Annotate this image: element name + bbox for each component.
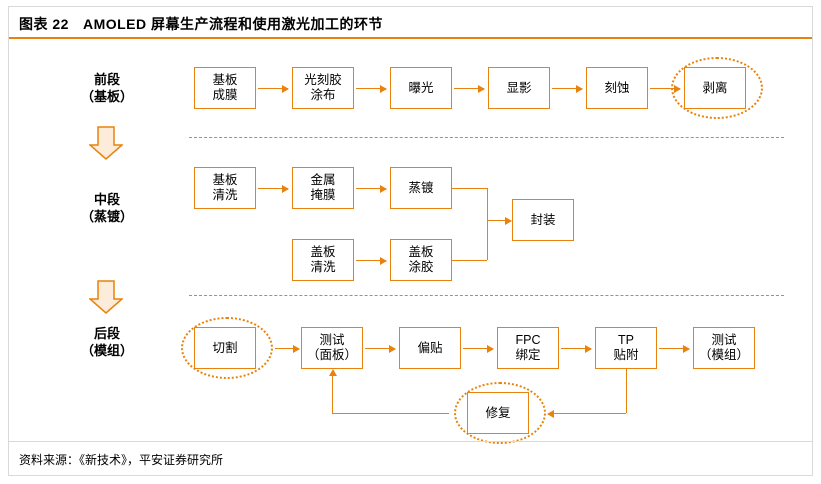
connector-mid-merge-bottom [452, 260, 487, 261]
box-label: 刻蚀 [604, 80, 630, 95]
process-box-tp-attach[interactable]: TP 贴附 [595, 327, 657, 369]
process-box-cover-adhesive[interactable]: 盖板 涂胶 [390, 239, 452, 281]
stage-transition-arrow-1 [88, 125, 124, 161]
process-box-evaporation[interactable]: 蒸镀 [390, 167, 452, 209]
connector-repair-out-vert [332, 376, 333, 413]
chart-number: 图表 22 [19, 16, 69, 32]
process-box-test-module[interactable]: 测试 （模组） [693, 327, 755, 369]
process-box-exposure[interactable]: 曝光 [390, 67, 452, 109]
chart-frame: 图表 22 AMOLED 屏幕生产流程和使用激光加工的环节 前段 （基板） 中段 … [8, 6, 813, 476]
process-box-test-panel[interactable]: 测试 （面板） [301, 327, 363, 369]
connector-front-3 [454, 84, 485, 93]
stage-middle-text: 中段 （蒸镀） [80, 192, 133, 224]
arrowhead-repair-in [547, 409, 554, 418]
connector-back-1 [275, 344, 300, 353]
process-box-lift-off[interactable]: 剥离 [684, 67, 746, 109]
arrowhead-repair-out [328, 369, 337, 376]
box-label: 偏贴 [417, 340, 443, 355]
box-label: TP 贴附 [613, 333, 639, 362]
process-box-fpc-bonding[interactable]: FPC 绑定 [497, 327, 559, 369]
section-divider-2 [189, 295, 784, 296]
connector-repair-in-vert [626, 369, 627, 413]
connector-front-1 [258, 84, 289, 93]
arrowhead-to-package [505, 216, 512, 225]
process-box-cutting[interactable]: 切割 [194, 327, 256, 369]
box-label: FPC 绑定 [515, 333, 541, 362]
box-label: 剥离 [702, 80, 728, 95]
stage-transition-arrow-2 [88, 279, 124, 315]
connector-front-5 [650, 84, 681, 93]
process-box-cover-clean[interactable]: 盖板 清洗 [292, 239, 354, 281]
process-box-substrate-clean[interactable]: 基板 清洗 [194, 167, 256, 209]
box-label: 曝光 [408, 80, 434, 95]
chart-header: 图表 22 AMOLED 屏幕生产流程和使用激光加工的环节 [9, 7, 812, 39]
box-label: 光刻胶 涂布 [304, 73, 342, 102]
box-label: 测试 （模组） [698, 333, 749, 362]
process-box-photoresist-coating[interactable]: 光刻胶 涂布 [292, 67, 354, 109]
stage-label-middle: 中段 （蒸镀） [61, 191, 153, 225]
header-text: 图表 22 AMOLED 屏幕生产流程和使用激光加工的环节 [19, 14, 383, 34]
connector-front-2 [356, 84, 387, 93]
box-label: 修复 [485, 405, 511, 420]
process-box-substrate-film[interactable]: 基板 成膜 [194, 67, 256, 109]
connector-repair-out-horz [332, 413, 449, 414]
connector-back-3 [463, 344, 494, 353]
connector-repair-in-horz [554, 413, 626, 414]
connector-mid-to-package [487, 220, 507, 221]
connector-back-5 [659, 344, 690, 353]
box-label: 基板 清洗 [212, 173, 238, 202]
stage-label-front: 前段 （基板） [61, 71, 153, 105]
connector-mid-merge-top [452, 188, 487, 189]
chart-footer: 资料来源：《新技术》，平安证券研究所 [9, 441, 812, 475]
section-divider-1 [189, 137, 784, 138]
box-label: 蒸镀 [408, 180, 434, 195]
stage-label-back: 后段 （模组） [61, 325, 153, 359]
source-text: 资料来源：《新技术》，平安证券研究所 [19, 453, 224, 467]
connector-mid-top-2 [356, 184, 387, 193]
box-label: 盖板 涂胶 [408, 245, 434, 274]
process-box-polarizer[interactable]: 偏贴 [399, 327, 461, 369]
process-box-etching[interactable]: 刻蚀 [586, 67, 648, 109]
box-label: 基板 成膜 [212, 73, 238, 102]
stage-back-text: 后段 （模组） [80, 326, 133, 358]
page-title: AMOLED 屏幕生产流程和使用激光加工的环节 [82, 16, 384, 32]
box-label: 封装 [530, 212, 556, 227]
connector-front-4 [552, 84, 583, 93]
process-box-packaging[interactable]: 封装 [512, 199, 574, 241]
process-box-development[interactable]: 显影 [488, 67, 550, 109]
connector-mid-merge-vert [487, 188, 488, 260]
connector-back-4 [561, 344, 592, 353]
box-label: 测试 （面板） [306, 333, 357, 362]
process-box-repair[interactable]: 修复 [467, 392, 529, 434]
box-label: 显影 [506, 80, 532, 95]
box-label: 盖板 清洗 [310, 245, 336, 274]
stage-front-text: 前段 （基板） [80, 72, 133, 104]
process-box-metal-mask[interactable]: 金属 掩膜 [292, 167, 354, 209]
box-label: 切割 [212, 340, 238, 355]
box-label: 金属 掩膜 [310, 173, 336, 202]
connector-mid-bottom-1 [356, 256, 387, 265]
connector-mid-top-1 [258, 184, 289, 193]
connector-back-2 [365, 344, 396, 353]
